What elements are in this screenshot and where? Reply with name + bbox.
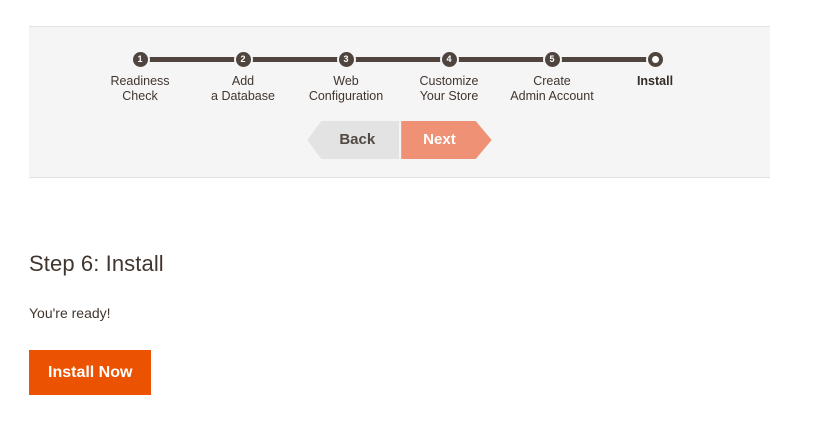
step-label-1: Readiness Check [110,74,170,103]
step-label-6: Install [636,74,674,88]
main-content: Step 6: Install You're ready! Install No… [29,250,770,395]
wizard-step-install[interactable]: Install [595,27,715,89]
step-bullet-4[interactable]: 4 [441,52,457,67]
progress-nav: 1 Readiness Check 2 Add a Database 3 Web… [29,27,770,113]
current-step-dot-icon [651,56,659,63]
wizard-step-create-admin-account[interactable]: 5 Create Admin Account [492,27,612,104]
wizard-step-add-a-database[interactable]: 2 Add a Database [183,27,303,104]
back-button[interactable]: Back [307,121,400,159]
step-label-2: Add a Database [211,74,275,103]
step-label-4: Customize Your Store [419,74,479,103]
progress-track-line [140,57,655,62]
page-title: Step 6: Install [29,251,164,276]
step-bullet-6-current[interactable] [647,52,663,67]
step-label-3: Web Configuration [308,74,384,103]
next-button[interactable]: Next [401,121,492,159]
wizard-step-web-configuration[interactable]: 3 Web Configuration [286,27,406,104]
wizard-step-customize-your-store[interactable]: 4 Customize Your Store [389,27,509,104]
step-bullet-3[interactable]: 3 [338,52,354,67]
ready-message: You're ready! [29,305,111,321]
step-bullet-1[interactable]: 1 [132,52,148,67]
wizard-nav-buttons: Back Next [29,121,770,161]
step-label-5: Create Admin Account [510,74,594,103]
step-bullet-2[interactable]: 2 [235,52,251,67]
install-now-button[interactable]: Install Now [29,350,152,395]
step-bullet-5[interactable]: 5 [544,52,560,67]
installation-wizard-panel: 1 Readiness Check 2 Add a Database 3 Web… [29,26,770,178]
wizard-step-readiness-check[interactable]: 1 Readiness Check [80,27,200,104]
